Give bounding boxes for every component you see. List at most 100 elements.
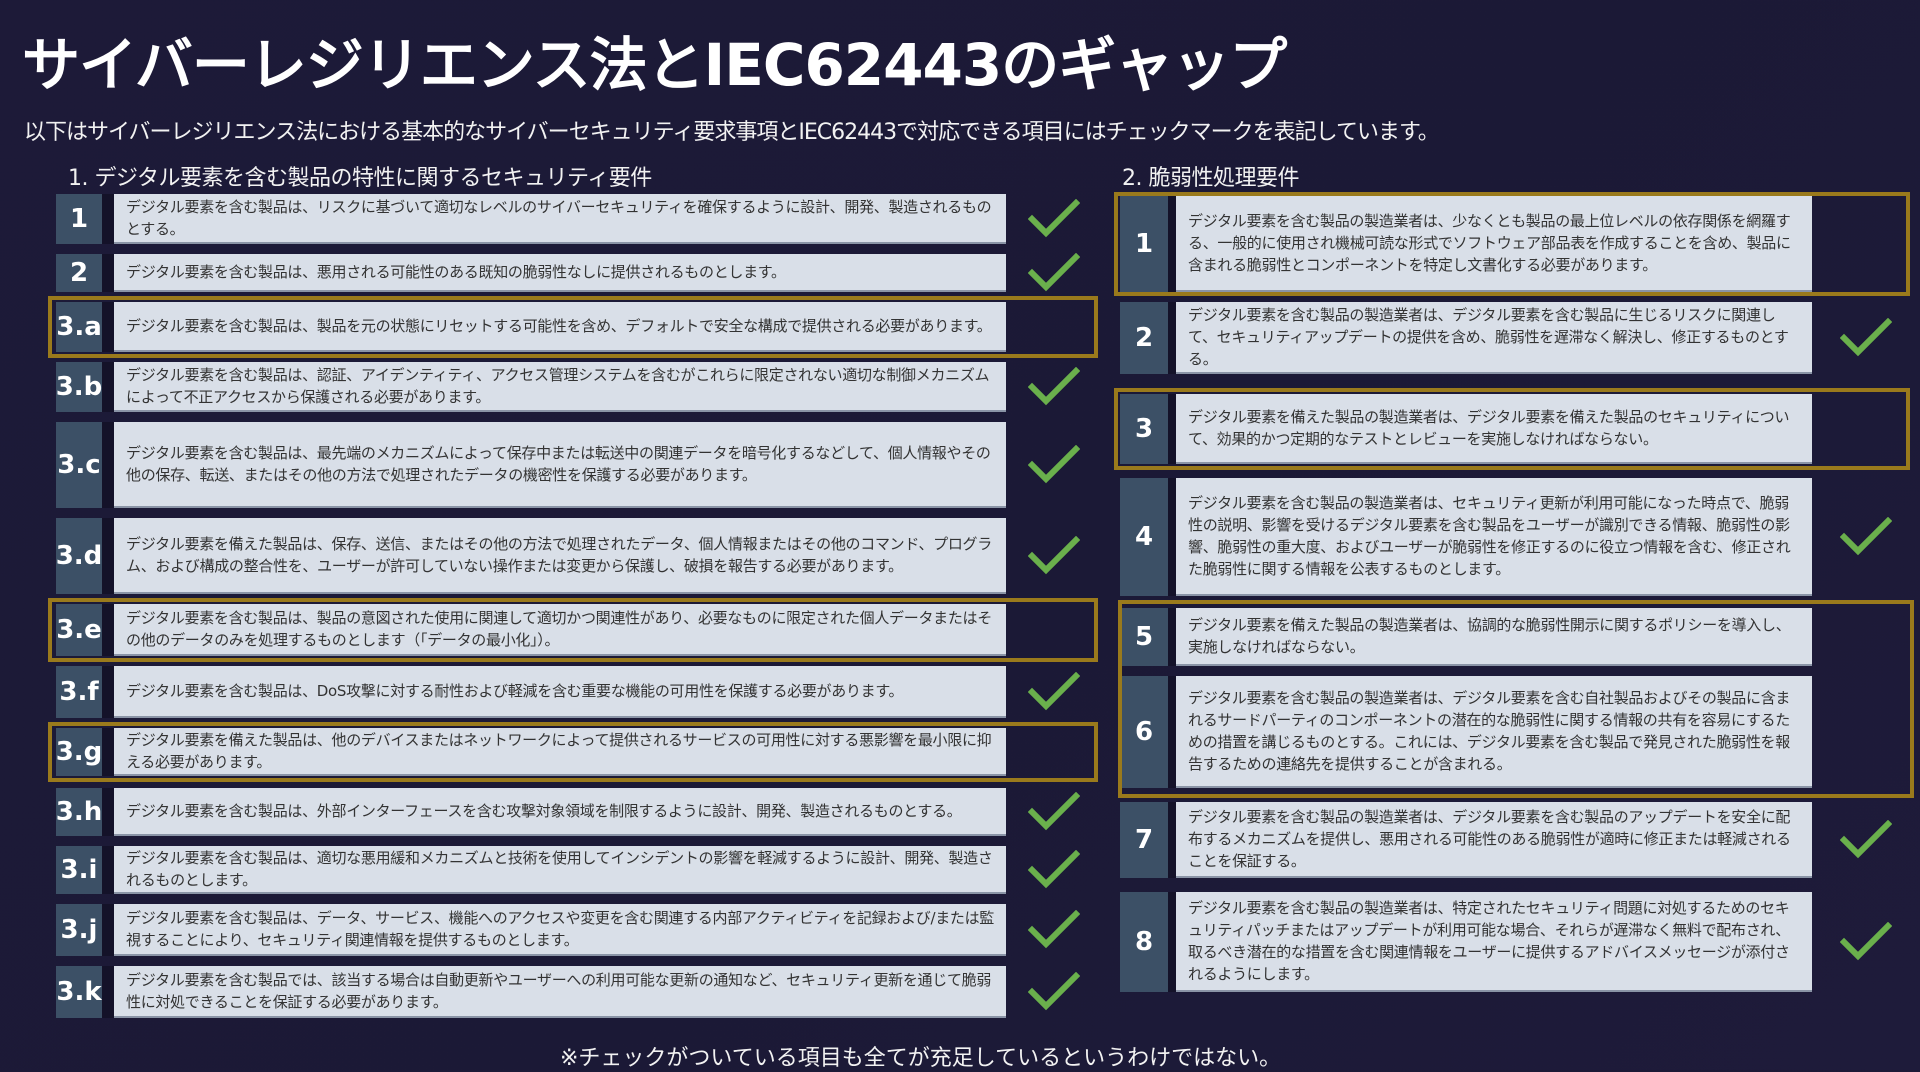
- page-subtitle: 以下はサイバーレジリエンス法における基本的なサイバーセキュリティ要求事項とIEC…: [24, 120, 1440, 145]
- item-text: デジタル要素を含む製品は、外部インターフェースを含む攻撃対象領域を制限するように…: [114, 788, 1006, 836]
- footnote: ※チェックがついている項目も全てが充足しているというわけではない。: [560, 1046, 1282, 1071]
- item-text: デジタル要素を含む製品は、認証、アイデンティティ、アクセス管理システムを含むがこ…: [114, 362, 1006, 412]
- checkmark-icon: [1027, 849, 1081, 890]
- divider: [102, 846, 114, 894]
- item-number: 2: [1120, 302, 1168, 374]
- item-number: 7: [1120, 802, 1168, 878]
- item-text: デジタル要素を含む製品の製造業者は、デジタル要素を含む自社製品およびその製品に含…: [1176, 676, 1812, 788]
- item-text: デジタル要素を含む製品の製造業者は、セキュリティ更新が利用可能になった時点で、脆…: [1176, 478, 1812, 596]
- checkmark-icon: [1027, 444, 1081, 485]
- divider: [102, 254, 114, 292]
- divider: [102, 362, 114, 412]
- section1-heading: 1. デジタル要素を含む製品の特性に関するセキュリティ要件: [68, 166, 652, 191]
- item-text: デジタル要素を含む製品は、悪用される可能性のある既知の脆弱性なしに提供されるもの…: [114, 254, 1006, 292]
- divider: [1168, 608, 1176, 666]
- item-text: デジタル要素を備えた製品は、他のデバイスまたはネットワークによって提供されるサー…: [114, 728, 1006, 776]
- divider: [102, 966, 114, 1018]
- divider: [102, 604, 114, 656]
- item-number: 3.a: [56, 302, 102, 352]
- item-number: 3.i: [56, 846, 102, 894]
- item-number: 2: [56, 254, 102, 292]
- checkmark-icon: [1027, 366, 1081, 407]
- page-title: サイバーレジリエンス法とIEC62443のギャップ: [22, 31, 1287, 99]
- item-number: 3.f: [56, 666, 102, 718]
- divider: [102, 788, 114, 836]
- item-text: デジタル要素を含む製品は、製品を元の状態にリセットする可能性を含め、デフォルトで…: [114, 302, 1006, 352]
- section1-item-2: 2 デジタル要素を含む製品は、悪用される可能性のある既知の脆弱性なしに提供されるも…: [56, 254, 1006, 292]
- section1-item-3-k: 3.k デジタル要素を含む製品では、該当する場合は自動更新やユーザーへの利用可能な…: [56, 966, 1006, 1018]
- item-number: 3.c: [56, 422, 102, 508]
- section1-item-3-i: 3.i デジタル要素を含む製品は、適切な悪用緩和メカニズムと技術を使用してインシデ…: [56, 846, 1006, 894]
- divider: [1168, 892, 1176, 992]
- item-number: 3.h: [56, 788, 102, 836]
- divider: [1168, 394, 1176, 464]
- item-text: デジタル要素を備えた製品の製造業者は、デジタル要素を備えた製品のセキュリティにつ…: [1176, 394, 1812, 464]
- item-text: デジタル要素を含む製品は、適切な悪用緩和メカニズムと技術を使用してインシデントの…: [114, 846, 1006, 894]
- checkmark-icon: [1027, 671, 1081, 712]
- checkmark-icon: [1027, 909, 1081, 950]
- item-text: デジタル要素を含む製品の製造業者は、デジタル要素を含む製品のアップデートを安全に…: [1176, 802, 1812, 878]
- divider: [102, 518, 114, 594]
- section2-heading: 2. 脆弱性処理要件: [1122, 166, 1299, 191]
- section1-item-3-c: 3.c デジタル要素を含む製品は、最先端のメカニズムによって保存中または転送中の関…: [56, 422, 1006, 508]
- item-text: デジタル要素を含む製品では、該当する場合は自動更新やユーザーへの利用可能な更新の…: [114, 966, 1006, 1018]
- item-number: 3.k: [56, 966, 102, 1018]
- checkmark-icon: [1839, 921, 1893, 962]
- divider: [1168, 802, 1176, 878]
- item-text: デジタル要素を含む製品の製造業者は、少なくとも製品の最上位レベルの依存関係を網羅…: [1176, 196, 1812, 292]
- item-number: 1: [1120, 196, 1168, 292]
- item-text: デジタル要素を備えた製品の製造業者は、協調的な脆弱性開示に関するポリシーを導入し…: [1176, 608, 1812, 666]
- section1-item-3-a: 3.a デジタル要素を含む製品は、製品を元の状態にリセットする可能性を含め、デフォ…: [56, 302, 1006, 352]
- checkmark-icon: [1839, 516, 1893, 557]
- section1-item-3-f: 3.f デジタル要素を含む製品は、DoS攻撃に対する耐性および軽減を含む重要な機能…: [56, 666, 1006, 718]
- checkmark-icon: [1027, 252, 1081, 293]
- item-text: デジタル要素を含む製品は、DoS攻撃に対する耐性および軽減を含む重要な機能の可用…: [114, 666, 1006, 718]
- item-text: デジタル要素を含む製品の製造業者は、特定されたセキュリティ問題に対処するためのセ…: [1176, 892, 1812, 992]
- divider: [102, 194, 114, 244]
- section1-item-3-j: 3.j デジタル要素を含む製品は、データ、サービス、機能へのアクセスや変更を含む関…: [56, 904, 1006, 956]
- item-number: 6: [1120, 676, 1168, 788]
- item-text: デジタル要素を備えた製品は、保存、送信、またはその他の方法で処理されたデータ、個…: [114, 518, 1006, 594]
- divider: [102, 666, 114, 718]
- item-number: 3.g: [56, 728, 102, 776]
- checkmark-icon: [1839, 317, 1893, 358]
- divider: [1168, 676, 1176, 788]
- item-number: 3: [1120, 394, 1168, 464]
- section1-item-3-b: 3.b デジタル要素を含む製品は、認証、アイデンティティ、アクセス管理システムを含…: [56, 362, 1006, 412]
- checkmark-icon: [1027, 535, 1081, 576]
- item-number: 3.e: [56, 604, 102, 656]
- divider: [1168, 302, 1176, 374]
- divider: [1168, 478, 1176, 596]
- section1-item-3-d: 3.d デジタル要素を備えた製品は、保存、送信、またはその他の方法で処理されたデー…: [56, 518, 1006, 594]
- divider: [102, 302, 114, 352]
- item-text: デジタル要素を含む製品は、製品の意図された使用に関連して適切かつ関連性があり、必…: [114, 604, 1006, 656]
- item-number: 3.d: [56, 518, 102, 594]
- checkmark-icon: [1027, 791, 1081, 832]
- checkmark-icon: [1839, 819, 1893, 860]
- divider: [102, 904, 114, 956]
- item-number: 3.j: [56, 904, 102, 956]
- item-text: デジタル要素を含む製品は、最先端のメカニズムによって保存中または転送中の関連デー…: [114, 422, 1006, 508]
- item-number: 1: [56, 194, 102, 244]
- item-number: 4: [1120, 478, 1168, 596]
- divider: [102, 728, 114, 776]
- item-number: 8: [1120, 892, 1168, 992]
- checkmark-icon: [1027, 971, 1081, 1012]
- item-number: 5: [1120, 608, 1168, 666]
- item-number: 3.b: [56, 362, 102, 412]
- section1-item-3-h: 3.h デジタル要素を含む製品は、外部インターフェースを含む攻撃対象領域を制限する…: [56, 788, 1006, 836]
- item-text: デジタル要素を含む製品は、データ、サービス、機能へのアクセスや変更を含む関連する…: [114, 904, 1006, 956]
- item-text: デジタル要素を含む製品の製造業者は、デジタル要素を含む製品に生じるリスクに関連し…: [1176, 302, 1812, 374]
- checkmark-icon: [1027, 198, 1081, 239]
- divider: [1168, 196, 1176, 292]
- divider: [102, 422, 114, 508]
